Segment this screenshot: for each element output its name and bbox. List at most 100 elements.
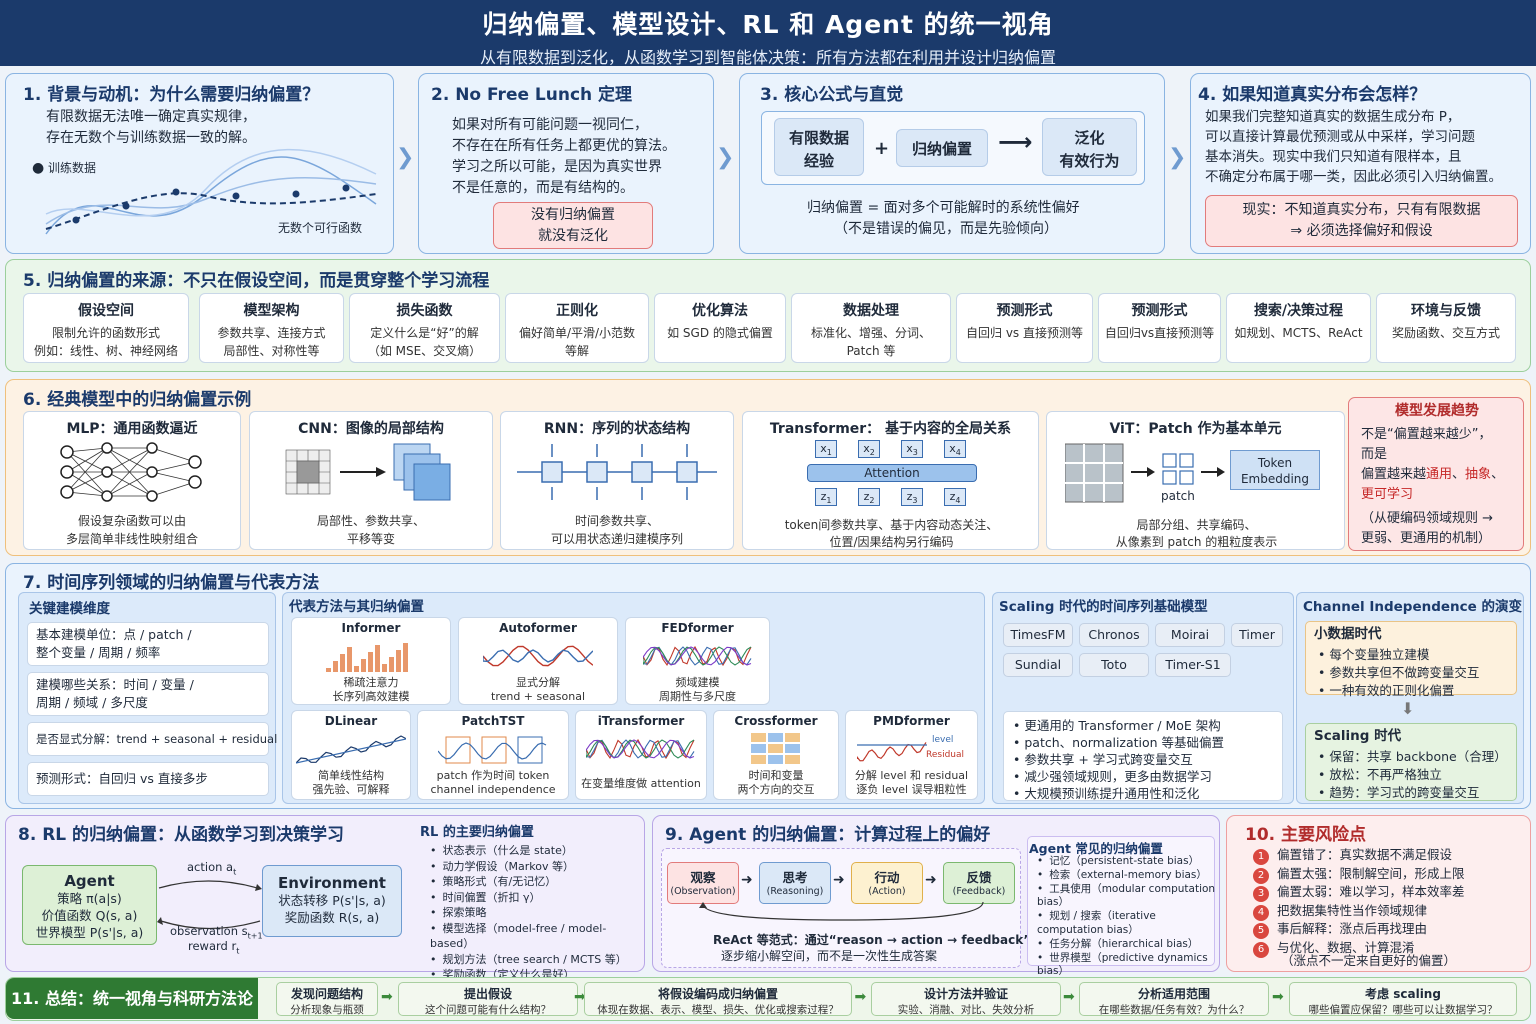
method-step-sub: 在哪些数据/任务有效？为什么？ [1098, 1004, 1250, 1016]
highlight-line: 就没有泛化 [538, 228, 608, 244]
card-desc: 时间参数共享、 [574, 514, 659, 528]
token-subscript: 1 [826, 496, 832, 506]
panel-text-line: 不是任意的，而是有结构的。 [452, 180, 634, 196]
source-card-title: 优化算法 [692, 303, 748, 319]
agent-line: 价值函数 Q(s, a) [41, 908, 138, 923]
method-step-box: 发现问题结构分析现象与瓶颈 [276, 982, 378, 1016]
method-title: Informer [341, 621, 401, 635]
formula-term-bias: 归纳偏置 [896, 129, 988, 167]
card-desc: token间参数共享、基于内容动态关注、 [784, 518, 999, 532]
token-letter: z [863, 490, 870, 503]
method-desc: 两个方向的交互 [737, 783, 815, 796]
method-desc: 时间和变量 [748, 769, 804, 782]
dimension-text: 预测形式：自回归 vs 直接多步 [36, 771, 208, 786]
token-letter: x [820, 442, 827, 455]
risk-number-badge: 2 [1253, 867, 1269, 884]
method-step-sub: 实验、消融、对比、失效分析 [897, 1004, 1035, 1016]
card-title: Transformer： 基于内容的全局关系 [769, 421, 1012, 437]
risk-item: 4 把数据集特性当作领域规律 [1253, 902, 1427, 921]
agent-step-sub: (Observation) [670, 886, 736, 897]
environment-title: Environment [278, 874, 386, 892]
agent-line: 策略 π(a|s) [57, 891, 122, 906]
method-desc: 长序列高效建模 [332, 690, 410, 703]
agent-line: 世界模型 P(s'|s, a) [35, 925, 144, 940]
page-subtitle: 从有限数据到泛化，从函数学习到智能体决策：所有方法都在利用并设计归纳偏置 [479, 48, 1056, 67]
source-card-title: 假设空间 [78, 303, 134, 319]
agent-step-sub: (Reasoning) [766, 886, 824, 897]
method-thumbnail [586, 738, 695, 760]
agent-step-sub: (Action) [868, 886, 906, 897]
highlight-box: 现实：不知道真实分布，只有有限数据⇒ 必须选择偏好和假设 [1205, 195, 1518, 247]
token-letter: x [949, 442, 956, 455]
term-line: 有效行为 [1059, 152, 1120, 170]
trend-highlight: 抽象 [1465, 467, 1492, 482]
source-card-title: 环境与反馈 [1411, 303, 1481, 319]
panel-background: 4. 如果知道真实分布会怎样？ 如果我们完整知道真实的数据生成分布 P， 可以直… [1190, 73, 1531, 254]
method-desc: 在变量维度做 attention [581, 777, 701, 790]
model-card-mlp: MLP：通用函数逼近 假设复杂函数可以由 多层简单非线性映射组合 [23, 411, 241, 550]
card-desc: 局部分组、共享编码、 [1136, 518, 1257, 532]
method-desc: 逐负 level 误导粗粒性 [856, 783, 967, 796]
dimension-item: 预测形式：自回归 vs 直接多步 [27, 762, 269, 796]
arrow-right-icon: ➡ [1272, 989, 1284, 1005]
agent-step-sub: (Feedback) [952, 886, 1006, 897]
source-card-desc: 标准化、增强、分词、 [810, 326, 931, 340]
section-title: Channel Independence 的演变 [1303, 599, 1523, 615]
era-title: Scaling 时代 [1314, 728, 1402, 744]
panel-background: 1. 背景与动机：为什么需要归纳偏置？ 有限数据无法唯一确定真实规律， 存在无数… [5, 73, 394, 254]
agent-step-title: 观察 [690, 870, 716, 885]
era-item: • 趋势：学习式的跨变量交互 [1318, 785, 1480, 800]
panel-text-line: 基本消失。现实中我们只知道有限样本，且 [1205, 149, 1462, 165]
trend-title: 模型发展趋势 [1395, 403, 1479, 419]
scaling-item-text: 更通用的 Transformer / MoE 架构 [1024, 718, 1221, 733]
risk-note: （涨点不一定来自更好的偏置） [1281, 953, 1457, 968]
attention-block: Attention [807, 464, 977, 482]
agent-bias-item: 检索（external-memory bias） [1037, 869, 1219, 883]
token-subscript: 2 [869, 448, 875, 458]
react-caption: 逐步缩小解空间，而不是一次性生成答案 [721, 949, 938, 963]
panel-title: 4. 如果知道真实分布会怎样？ [1198, 85, 1427, 105]
environment-box: Environment 状态转移 P(s'|s, a) 奖励函数 R(s, a) [262, 865, 402, 937]
rl-bias-item: 策略形式（有/无记忆） [430, 874, 644, 890]
scaling-item: • 减少强领域规则，更多由数据学习 [1013, 769, 1212, 784]
risk-number-badge: 6 [1253, 941, 1269, 958]
method-desc: trend + seasonal [491, 690, 585, 703]
method-title: FEDformer [661, 621, 734, 635]
method-step-title: 考虑 scaling [1365, 987, 1441, 1001]
risk-number-badge: 4 [1253, 904, 1269, 921]
era-title: 小数据时代 [1314, 626, 1382, 642]
method-step-title: 提出假设 [463, 987, 512, 1001]
observation-subscript: t+1 [247, 931, 263, 941]
panel-title: 5. 归纳偏置的来源：不只在假设空间，而是贯穿整个学习流程 [23, 271, 490, 291]
source-card-desc: 等解 [564, 344, 589, 358]
risk-text: 把数据集特性当作领域规律 [1277, 902, 1428, 918]
source-card-title: 损失函数 [396, 303, 453, 319]
function-curve [45, 148, 377, 217]
method-step-sub: 体现在数据、表示、模型、损失、优化或搜索过程？ [597, 1004, 839, 1016]
method-desc: 频域建模 [675, 676, 720, 689]
panel-background: 7. 时间序列领域的归纳偏置与代表方法 关键建模维度 基本建模单位：点 / pa… [5, 563, 1531, 809]
section-title: Agent 常见的归纳偏置 [1029, 841, 1163, 856]
panel-title: 8. RL 的归纳偏置：从函数学习到决策学习 [18, 825, 345, 845]
card-title: MLP：通用函数逼近 [66, 421, 198, 437]
plus-sign: + [874, 138, 890, 159]
card-desc: 局部性、参数共享、 [316, 514, 425, 528]
arrow-down-icon: ⬇ [1401, 699, 1415, 718]
source-card: 环境与反馈奖励函数、交互方式 [1376, 293, 1516, 363]
input-token: x3 [901, 440, 923, 458]
source-card-desc: 限制允许的函数形式 [51, 326, 160, 340]
token-subscript: 4 [955, 448, 961, 458]
panel-title: 1. 背景与动机：为什么需要归纳偏置？ [23, 85, 320, 105]
true-function-curve [45, 192, 377, 230]
rl-bias-item: 动力学假设（Markov 等） [430, 859, 644, 875]
level-label: level [932, 735, 954, 745]
arrow-right-icon: ➡ [1063, 989, 1075, 1005]
trend-line: （从硬编码领域规则 → [1361, 511, 1494, 526]
method-desc: 强先验、可解释 [312, 783, 390, 796]
source-card-desc: 奖励函数、交互方式 [1391, 326, 1500, 340]
agent-bias-item: 世界模型（predictive dynamics bias） [1037, 952, 1219, 980]
